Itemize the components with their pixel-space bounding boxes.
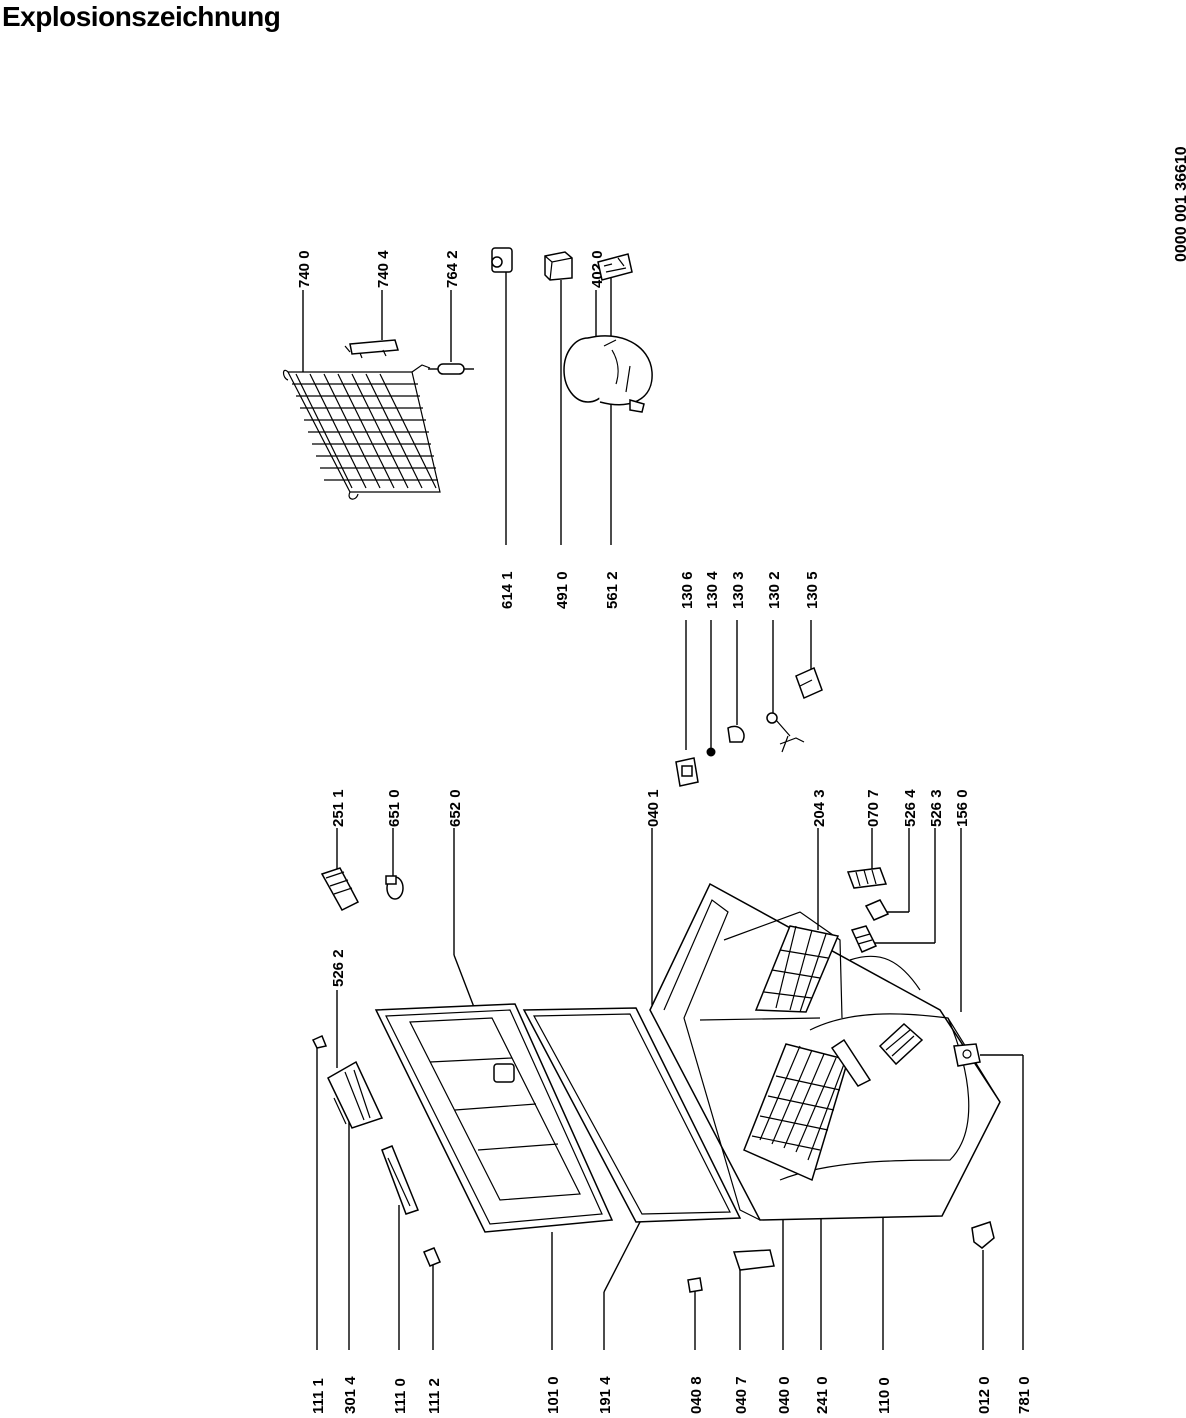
label-156-0: 156 0: [954, 789, 971, 827]
lid-part: [374, 1003, 614, 1233]
document-number: 0000 001 36610: [1173, 146, 1186, 262]
label-101-0: 101 0: [545, 1376, 562, 1414]
knob-part: [706, 747, 716, 757]
switch-cover-part: [795, 666, 823, 700]
label-191-4: 191 4: [597, 1376, 614, 1414]
hinge-part: [381, 1145, 419, 1215]
cable-clip-part: [864, 899, 890, 921]
label-070-7: 070 7: [865, 789, 882, 827]
rear-grille-part: [878, 1022, 924, 1066]
control-bracket-part: [850, 925, 878, 953]
label-111-1: 111 1: [310, 1378, 327, 1414]
compressor-part: [563, 335, 653, 413]
label-130-3: 130 3: [730, 571, 747, 609]
lamp-cover-part: [320, 867, 360, 911]
label-111-0: 111 0: [392, 1378, 409, 1414]
label-740-4: 740 4: [375, 250, 392, 288]
foot-part: [953, 1043, 981, 1067]
label-040-7: 040 7: [733, 1376, 750, 1414]
relay-part: [491, 247, 513, 273]
label-491-0: 491 0: [554, 571, 571, 609]
label-651-0: 651 0: [386, 789, 403, 827]
label-526-3: 526 3: [928, 789, 945, 827]
page-title: Explosionszeichnung: [2, 1, 281, 32]
label-111-2: 111 2: [426, 1378, 443, 1414]
hinge-cover-part: [732, 1249, 775, 1271]
label-561-2: 561 2: [604, 571, 621, 609]
condenser-coil-part: [282, 364, 441, 500]
lamp-holder-part: [675, 757, 699, 787]
label-740-0: 740 0: [296, 250, 313, 288]
divider-part: [830, 1038, 872, 1087]
bottom-labels: 111 1 301 4 111 0 111 2 101 0 191 4 040 …: [310, 1376, 1033, 1414]
label-251-1: 251 1: [330, 789, 347, 827]
label-130-2: 130 2: [766, 571, 783, 609]
filter-drier-part: [428, 363, 474, 375]
label-781-0: 781 0: [1016, 1376, 1033, 1414]
label-040-0: 040 0: [776, 1376, 793, 1414]
door-gasket-part: [522, 1007, 742, 1223]
wire-basket-part: [743, 1043, 849, 1182]
thermostat-part: [597, 253, 633, 281]
label-301-4: 301 4: [342, 1376, 359, 1414]
label-110-0: 110 0: [876, 1377, 893, 1414]
leader-lines: [302, 270, 1024, 1350]
thermostat-box-part: [544, 251, 573, 281]
label-614-1: 614 1: [499, 571, 516, 609]
label-040-8: 040 8: [688, 1376, 705, 1414]
label-526-2: 526 2: [330, 949, 347, 987]
label-130-5: 130 5: [804, 571, 821, 609]
label-526-4: 526 4: [902, 789, 919, 827]
label-652-0: 652 0: [447, 789, 464, 827]
label-012-0: 012 0: [976, 1376, 993, 1414]
label-130-4: 130 4: [704, 571, 721, 609]
door-handle-part: [327, 1060, 384, 1129]
screw-part: [687, 1277, 703, 1293]
top-labels: 740 0 740 4 764 2 402 0 614 1 491 0 561 …: [296, 250, 971, 987]
label-764-2: 764 2: [444, 250, 461, 288]
sensor-cable-part: [766, 712, 805, 753]
label-130-6: 130 6: [679, 571, 696, 609]
small-basket-part: [754, 925, 840, 1013]
label-204-3: 204 3: [811, 789, 828, 827]
small-clip-part: [311, 1034, 328, 1049]
bracket-part: [344, 339, 399, 359]
clip-part: [727, 725, 745, 743]
vent-grille-part: [846, 867, 888, 889]
hinge-cap-part: [423, 1247, 441, 1267]
label-040-1: 040 1: [645, 789, 662, 827]
lamp-bulb-part: [385, 875, 404, 900]
cabinet-body-part: [649, 882, 1001, 1221]
mounting-bracket-part: [971, 1221, 995, 1249]
label-241-0: 241 0: [814, 1376, 831, 1414]
